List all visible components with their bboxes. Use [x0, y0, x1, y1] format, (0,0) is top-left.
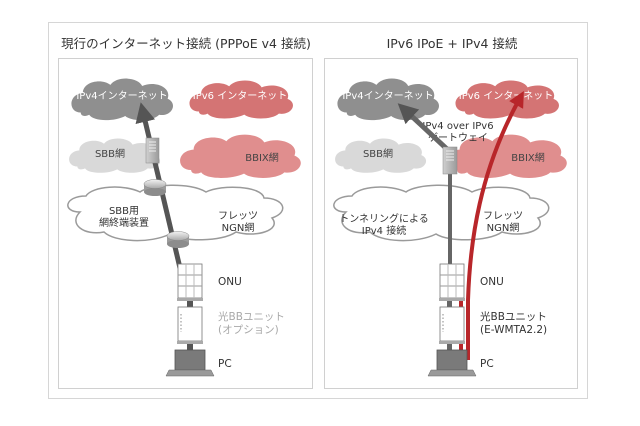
right-ipv4-internet-label: IPv4インターネット	[342, 90, 433, 102]
left-flets-ngn-cloud: SBB用 網終端装置 フレッツ NGN網	[67, 184, 284, 242]
right-panel: IPv6 IPoE + IPv4 接続 IPv4インターネット IPv6 インタ…	[324, 36, 578, 389]
right-panel-title: IPv6 IPoE + IPv4 接続	[387, 36, 518, 51]
left-panel: 現行のインターネット接続 (PPPoE v4 接続) IPv4インターネット I…	[58, 36, 313, 389]
left-cable	[187, 301, 193, 307]
left-panel-title: 現行のインターネット接続 (PPPoE v4 接続)	[61, 36, 311, 51]
left-bbix-label: BBIX網	[245, 151, 279, 164]
left-ipv4-internet-label: IPv4インターネット	[76, 90, 167, 102]
left-bb-unit-label-2: (オプション)	[218, 324, 279, 336]
left-sbb-label: SBB網	[95, 147, 125, 160]
right-bbix-label: BBIX網	[511, 151, 545, 164]
left-sbb-server-icon	[145, 137, 160, 164]
left-pc-label: PC	[218, 358, 232, 370]
right-ipv6-internet-cloud: IPv6 インターネット	[455, 80, 559, 119]
left-router-icon-2	[166, 231, 190, 248]
left-flets-label-2: NGN網	[222, 221, 255, 234]
right-bbix-cloud: BBIX網	[446, 134, 567, 178]
right-ipv4-arrow	[397, 103, 450, 152]
left-termination-label-1: SBB用	[109, 206, 139, 217]
right-pc-icon	[427, 349, 477, 377]
left-router-icon-1	[143, 179, 167, 196]
right-pc-label: PC	[480, 358, 494, 370]
right-bb-unit-label-1: 光BBユニット	[480, 310, 547, 323]
left-sbb-cloud: SBB網	[69, 138, 161, 173]
left-cable-2	[187, 344, 193, 350]
right-onu-label: ONU	[480, 276, 504, 288]
right-onu-icon	[439, 263, 465, 301]
left-onu-icon	[177, 263, 203, 301]
right-ipv6-ipoe-line	[466, 91, 524, 360]
right-gateway-label-2: ゲートウェイ	[428, 132, 488, 144]
right-ipv4-internet-cloud: IPv4インターネット	[337, 78, 439, 121]
left-flets-label-1: フレッツ	[218, 211, 258, 222]
left-ipv6-internet-label: IPv6 インターネット	[193, 90, 287, 102]
left-pc-icon	[165, 349, 215, 377]
right-v4-cable-2	[447, 344, 452, 350]
right-gateway-server-icon	[442, 146, 458, 175]
left-bb-unit-icon	[177, 306, 203, 344]
left-onu-label: ONU	[218, 276, 242, 288]
left-bb-unit-label-1: 光BBユニット	[218, 310, 285, 323]
left-bbix-cloud: BBIX網	[180, 134, 301, 178]
right-flets-label-2: NGN網	[487, 221, 520, 234]
right-v6-cable	[459, 301, 463, 307]
right-v6-cable-2	[459, 344, 463, 350]
right-flets-label-1: フレッツ	[483, 211, 523, 222]
right-sbb-label: SBB網	[363, 147, 393, 160]
right-bb-unit-icon	[439, 306, 465, 344]
right-bb-unit-label-2: (E-WMTA2.2)	[480, 324, 547, 336]
right-tunnel-label-1: トンネリングによる	[339, 212, 429, 225]
left-termination-label-2: 網終端装置	[99, 216, 149, 229]
right-flets-ngn-cloud: トンネリングによる IPv4 接続 フレッツ NGN網	[333, 184, 550, 242]
right-gateway-label-1: IPv4 over IPv6	[422, 121, 493, 132]
right-sbb-cloud: SBB網	[335, 138, 427, 173]
right-v4-cable	[447, 301, 452, 307]
right-ipv6-internet-label: IPv6 インターネット	[459, 90, 553, 102]
right-tunnel-label-2: IPv4 接続	[362, 224, 406, 237]
left-ipv6-internet-cloud: IPv6 インターネット	[189, 80, 293, 119]
left-ipv4-internet-cloud: IPv4インターネット	[71, 78, 173, 121]
